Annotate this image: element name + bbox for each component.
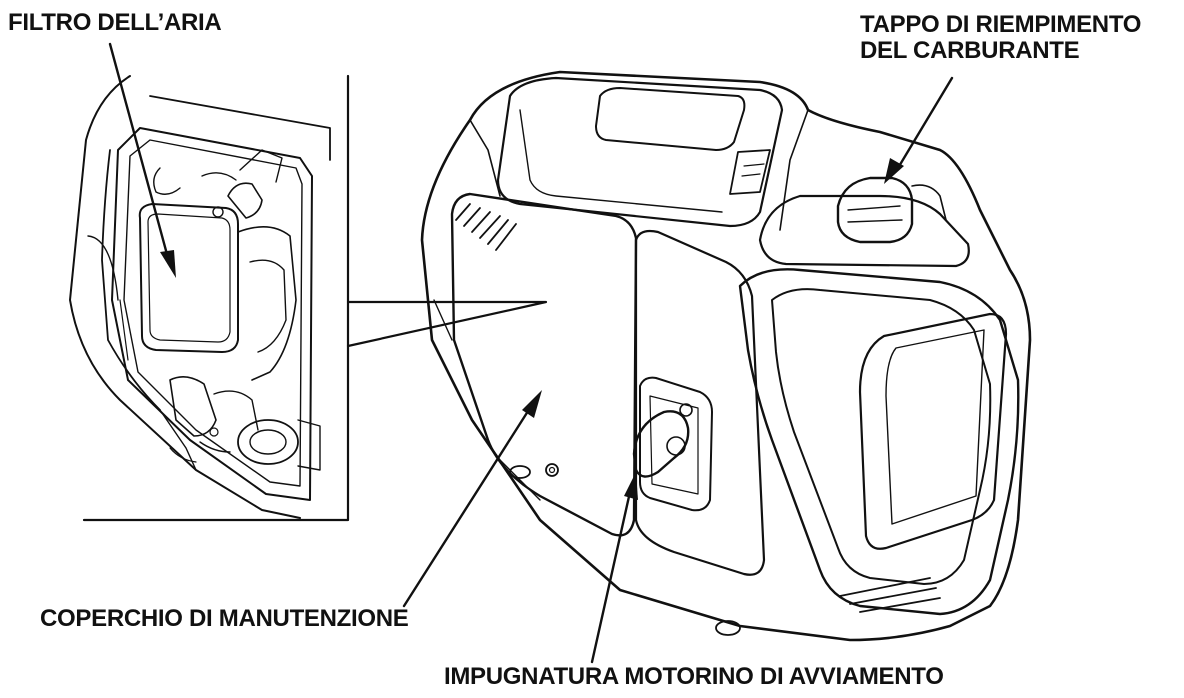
generator-outline (422, 72, 1030, 640)
cover-screw (546, 464, 558, 476)
leader-maintenance-cover (404, 408, 530, 606)
label-fuel-cap: TAPPO DI RIEMPIMENTO DEL CARBURANTE (860, 12, 1141, 64)
arrowhead-air-filter (160, 250, 176, 278)
handle-vent (730, 150, 770, 194)
inset-housing-ridge (150, 96, 330, 160)
front-frame-inner (772, 289, 990, 584)
label-maintenance-cover: COPERCHIO DI MANUTENZIONE (40, 606, 409, 632)
label-recoil-starter-grip: IMPUGNATURA MOTORINO DI AVVIAMENTO (444, 664, 944, 690)
arrowhead-recoil-grip (624, 472, 638, 500)
foot-left (510, 466, 530, 478)
label-fuel-cap-line1: TAPPO DI RIEMPIMENTO (860, 12, 1141, 38)
carry-handle-grip (596, 88, 744, 150)
front-frame-outer (740, 269, 1018, 614)
inset-callout-pointer (348, 302, 546, 346)
leader-recoil-grip (592, 492, 630, 662)
air-filter-element (140, 204, 238, 352)
inset-detail (70, 76, 546, 520)
label-fuel-cap-line2: DEL CARBURANTE (860, 38, 1141, 64)
fuel-tank-top (760, 196, 969, 266)
front-window-panel (860, 314, 1006, 549)
generator-body (422, 72, 1030, 640)
recoil-starter-grip (634, 411, 688, 476)
maintenance-cover (452, 194, 636, 535)
vent-slots-top (456, 204, 516, 250)
label-air-filter: FILTRO DELL’ARIA (8, 10, 221, 36)
leader-lines (110, 44, 952, 662)
leader-fuel-cap (898, 78, 952, 168)
